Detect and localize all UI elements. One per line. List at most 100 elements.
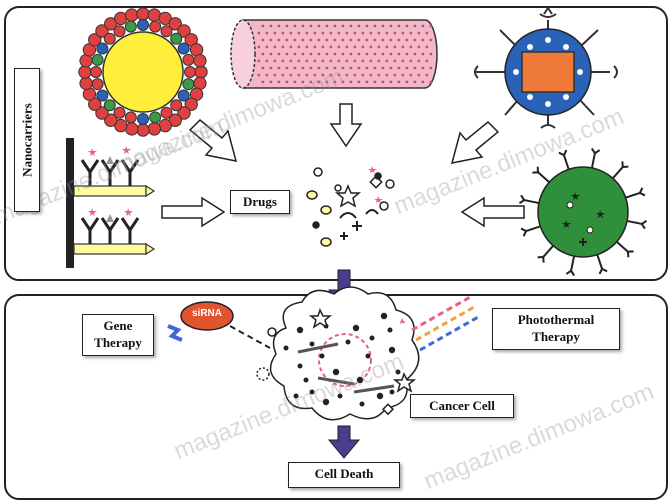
lipid-bead-outer	[177, 24, 191, 38]
tube-lattice-dot	[261, 80, 265, 84]
tube-lattice-dot	[325, 38, 329, 42]
tube-lattice-dot	[393, 31, 397, 35]
micelle-ligand	[532, 166, 540, 174]
liposome	[78, 7, 208, 137]
lipid-bead-outer	[168, 17, 182, 31]
tube-lattice-dot	[413, 80, 417, 84]
tube-lattice-dot	[321, 45, 325, 49]
micelle	[518, 147, 648, 277]
lipid-bead-outer	[124, 8, 139, 22]
drugs-label: Drugs	[230, 190, 290, 214]
tube-lattice-dot	[365, 80, 369, 84]
lipid-bead-outer	[194, 65, 208, 79]
lipid-bead-inner	[103, 99, 116, 112]
lipid-bead-inner	[170, 99, 183, 112]
tube-lattice-dot	[333, 66, 337, 70]
micelle-spike	[525, 225, 541, 233]
tube-lattice-dot	[425, 45, 429, 49]
tube-lattice-dot	[429, 66, 433, 70]
tube-lattice-dot	[329, 31, 333, 35]
nanocarriers-text: Nanocarriers	[19, 103, 35, 177]
micelle-ligand	[565, 269, 576, 277]
tube-lattice-dot	[353, 45, 357, 49]
lipid-bead-outer	[147, 122, 162, 136]
tube-lattice-dot	[401, 45, 405, 49]
tube-lattice-dot	[413, 52, 417, 56]
tube-lattice-dot	[293, 52, 297, 56]
tube-lattice-dot	[269, 24, 273, 28]
tube-lattice-dot	[397, 66, 401, 70]
tube-lattice-dot	[405, 24, 409, 28]
tube-lattice-dot	[373, 66, 377, 70]
tube-lattice-dot	[313, 45, 317, 49]
lipid-bead-inner	[160, 25, 173, 38]
tube-lattice-dot	[257, 31, 261, 35]
tube-lattice-dot	[361, 45, 365, 49]
tube-lattice-dot	[341, 38, 345, 42]
tube-lattice-dot	[317, 52, 321, 56]
cancer-cell-label: Cancer Cell	[410, 394, 514, 418]
tube-lattice-dot	[313, 73, 317, 77]
tube-lattice-dot	[401, 31, 405, 35]
lipid-bead-inner	[182, 78, 195, 91]
cell-particle	[388, 346, 396, 354]
lipid-bead-inner	[177, 42, 190, 55]
cell-particle	[332, 368, 340, 376]
tube-lattice-dot	[429, 52, 433, 56]
tube-lattice-dot	[277, 66, 281, 70]
tube-lattice-dot	[281, 59, 285, 63]
tube-lattice-dot	[409, 73, 413, 77]
cell-particle	[376, 392, 384, 400]
tube-lattice-dot	[293, 80, 297, 84]
tube-lattice-dot	[333, 38, 337, 42]
tube-lattice-dot	[349, 52, 353, 56]
tube-lattice-dot	[361, 31, 365, 35]
antibody-surface	[66, 138, 156, 268]
tube-lattice-dot	[377, 73, 381, 77]
tube-lattice-dot	[337, 59, 341, 63]
tube-lattice-dot	[309, 52, 313, 56]
carrier-arrows	[161, 103, 525, 228]
tube-lattice-dot	[405, 52, 409, 56]
lipid-bead-inner	[113, 25, 126, 38]
tube-lattice-dot	[377, 31, 381, 35]
tube-lattice-dot	[413, 66, 417, 70]
lipid-bead-outer	[95, 24, 109, 38]
cell-particle	[322, 398, 330, 406]
tube-lattice-dot	[277, 38, 281, 42]
lipid-bead-outer	[184, 97, 198, 111]
tube-lattice-dot	[365, 24, 369, 28]
tube-lattice-dot	[417, 31, 421, 35]
micelle-spike	[626, 219, 643, 225]
tube-lattice-dot	[369, 73, 373, 77]
tube-lattice-dot	[373, 52, 377, 56]
tube-lattice-dot	[313, 59, 317, 63]
tube-lattice-dot	[293, 24, 297, 28]
tube-lattice-dot	[297, 59, 301, 63]
tube-lattice-dot	[277, 80, 281, 84]
tube-lattice-dot	[393, 73, 397, 77]
lipid-bead-inner	[149, 20, 162, 33]
tube-lattice-dot	[321, 73, 325, 77]
tube-lattice-dot	[301, 52, 305, 56]
tube-lattice-dot	[273, 31, 277, 35]
tube-lattice-dot	[333, 24, 337, 28]
cell-particle	[365, 353, 371, 359]
tube-lattice-dot	[349, 66, 353, 70]
lipid-bead-inner	[90, 66, 102, 78]
tube-lattice-dot	[281, 73, 285, 77]
lipid-bead-inner	[184, 66, 196, 78]
tube-lattice-dot	[421, 24, 425, 28]
tube-lattice-dot	[425, 31, 429, 35]
tube-lattice-dot	[285, 80, 289, 84]
tube-lattice-dot	[261, 66, 265, 70]
tube-lattice-dot	[397, 38, 401, 42]
tube-lattice-dot	[421, 38, 425, 42]
cell-particle	[293, 393, 299, 399]
micelle-ligand	[518, 194, 526, 205]
tube-lattice-dot	[381, 38, 385, 42]
tube-lattice-dot	[365, 66, 369, 70]
tube-lattice-dot	[421, 52, 425, 56]
cell-particle	[309, 341, 315, 347]
cell-decor	[256, 308, 417, 416]
